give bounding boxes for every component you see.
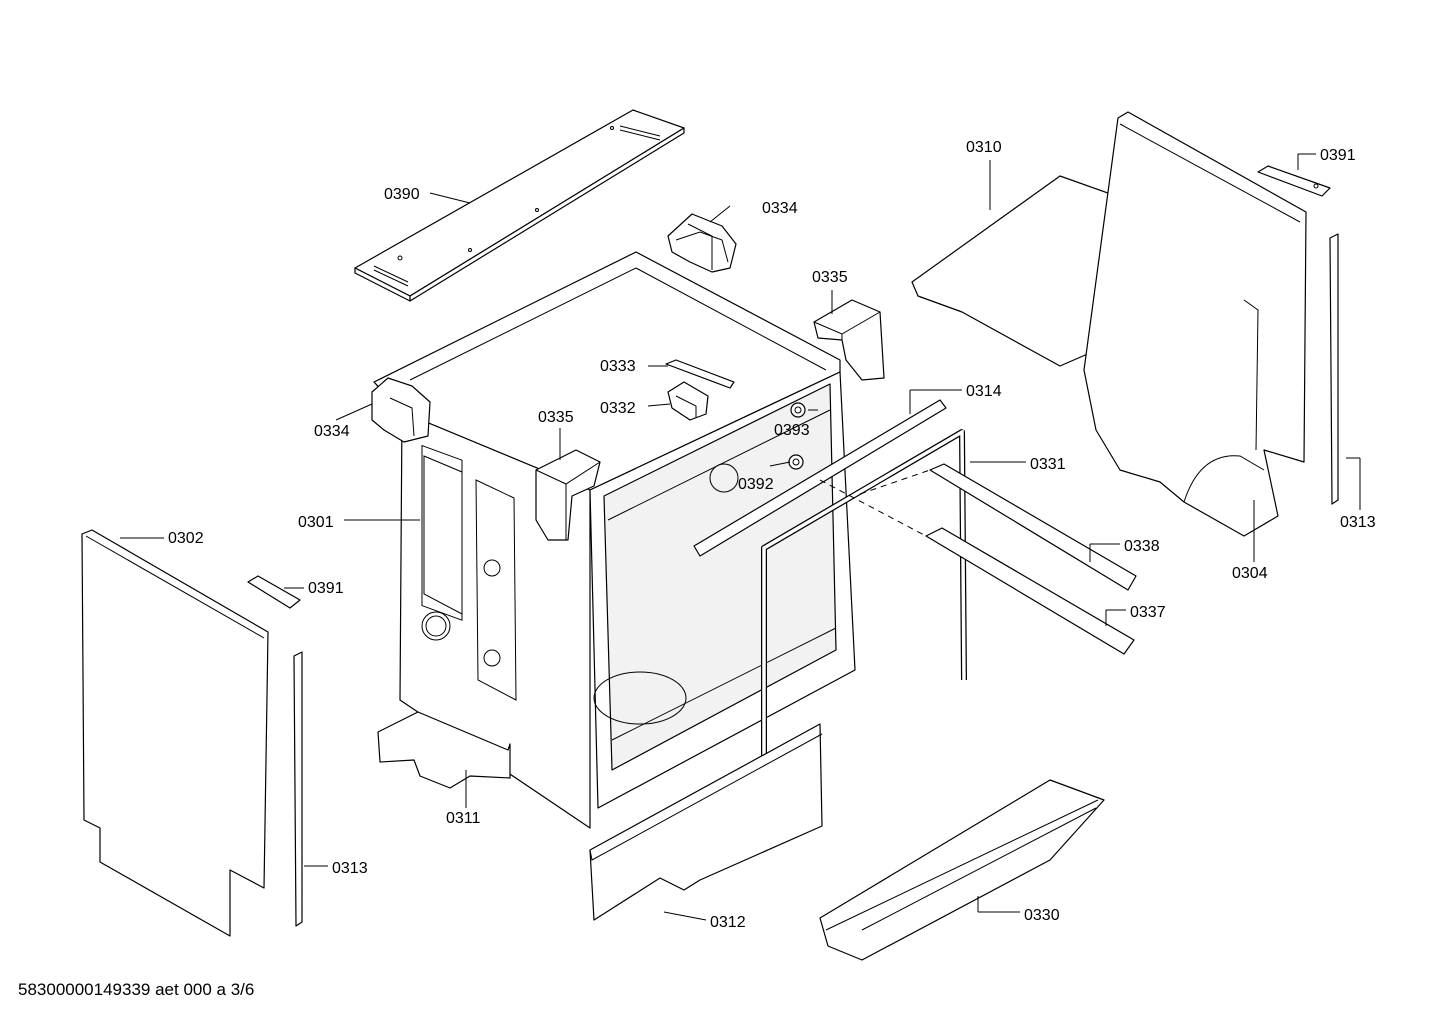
part-strip-0333 (665, 359, 735, 389)
part-rail-0337 (819, 479, 1135, 655)
callout-0391-right: 0391 (1320, 147, 1356, 164)
callout-labels: 0390 0334 0335 0333 0332 0334 0335 0301 … (168, 139, 1376, 931)
part-seal-strip (693, 399, 947, 557)
document-code: 58300000149339 aet 000 a 3/6 (18, 980, 255, 999)
part-corner-bracket-left (371, 377, 431, 443)
part-rail-0338 (859, 463, 1137, 591)
part-side-panel-left (81, 529, 269, 937)
part-strip-right (1329, 233, 1339, 505)
callout-0302: 0302 (168, 530, 204, 547)
callout-0338: 0338 (1124, 538, 1160, 555)
callout-0335-upper: 0335 (812, 269, 848, 286)
callout-0330: 0330 (1024, 907, 1060, 924)
part-spacer-block-left (535, 449, 601, 541)
callout-0393: 0393 (774, 422, 810, 439)
part-top-cover-plate (354, 109, 685, 302)
callout-0304: 0304 (1232, 565, 1268, 582)
part-base-block-rear (377, 711, 511, 789)
callout-0314: 0314 (966, 383, 1002, 400)
part-strip-left (293, 651, 303, 927)
part-side-panel-right (1083, 111, 1307, 537)
part-base-tray (819, 779, 1105, 961)
callout-0392: 0392 (738, 476, 774, 493)
part-hinge-0332 (667, 381, 709, 421)
callout-0331: 0331 (1030, 456, 1066, 473)
callout-0333: 0333 (600, 358, 636, 375)
part-base-block-front (589, 723, 823, 921)
part-spacer-block-upper (813, 299, 885, 381)
callout-0332: 0332 (600, 400, 636, 417)
callout-0301: 0301 (298, 514, 334, 531)
part-corner-bracket-upper (667, 213, 737, 273)
part-fitting-0393 (790, 402, 806, 418)
callout-0310: 0310 (966, 139, 1002, 156)
callout-0334-upper: 0334 (762, 200, 798, 217)
callout-0311: 0311 (446, 810, 481, 827)
callout-0312: 0312 (710, 914, 746, 931)
callout-0390: 0390 (384, 186, 420, 203)
callout-0335-left: 0335 (538, 409, 574, 426)
part-fitting-0392 (788, 454, 804, 470)
callout-0337: 0337 (1130, 604, 1166, 621)
callout-0391-left: 0391 (308, 580, 344, 597)
part-clip-right (1257, 165, 1331, 197)
callout-0313-right: 0313 (1340, 514, 1376, 531)
callout-0334-left: 0334 (314, 423, 350, 440)
part-clip-left (247, 575, 301, 609)
leader-lines (120, 153, 1361, 921)
callout-0313-left: 0313 (332, 860, 368, 877)
